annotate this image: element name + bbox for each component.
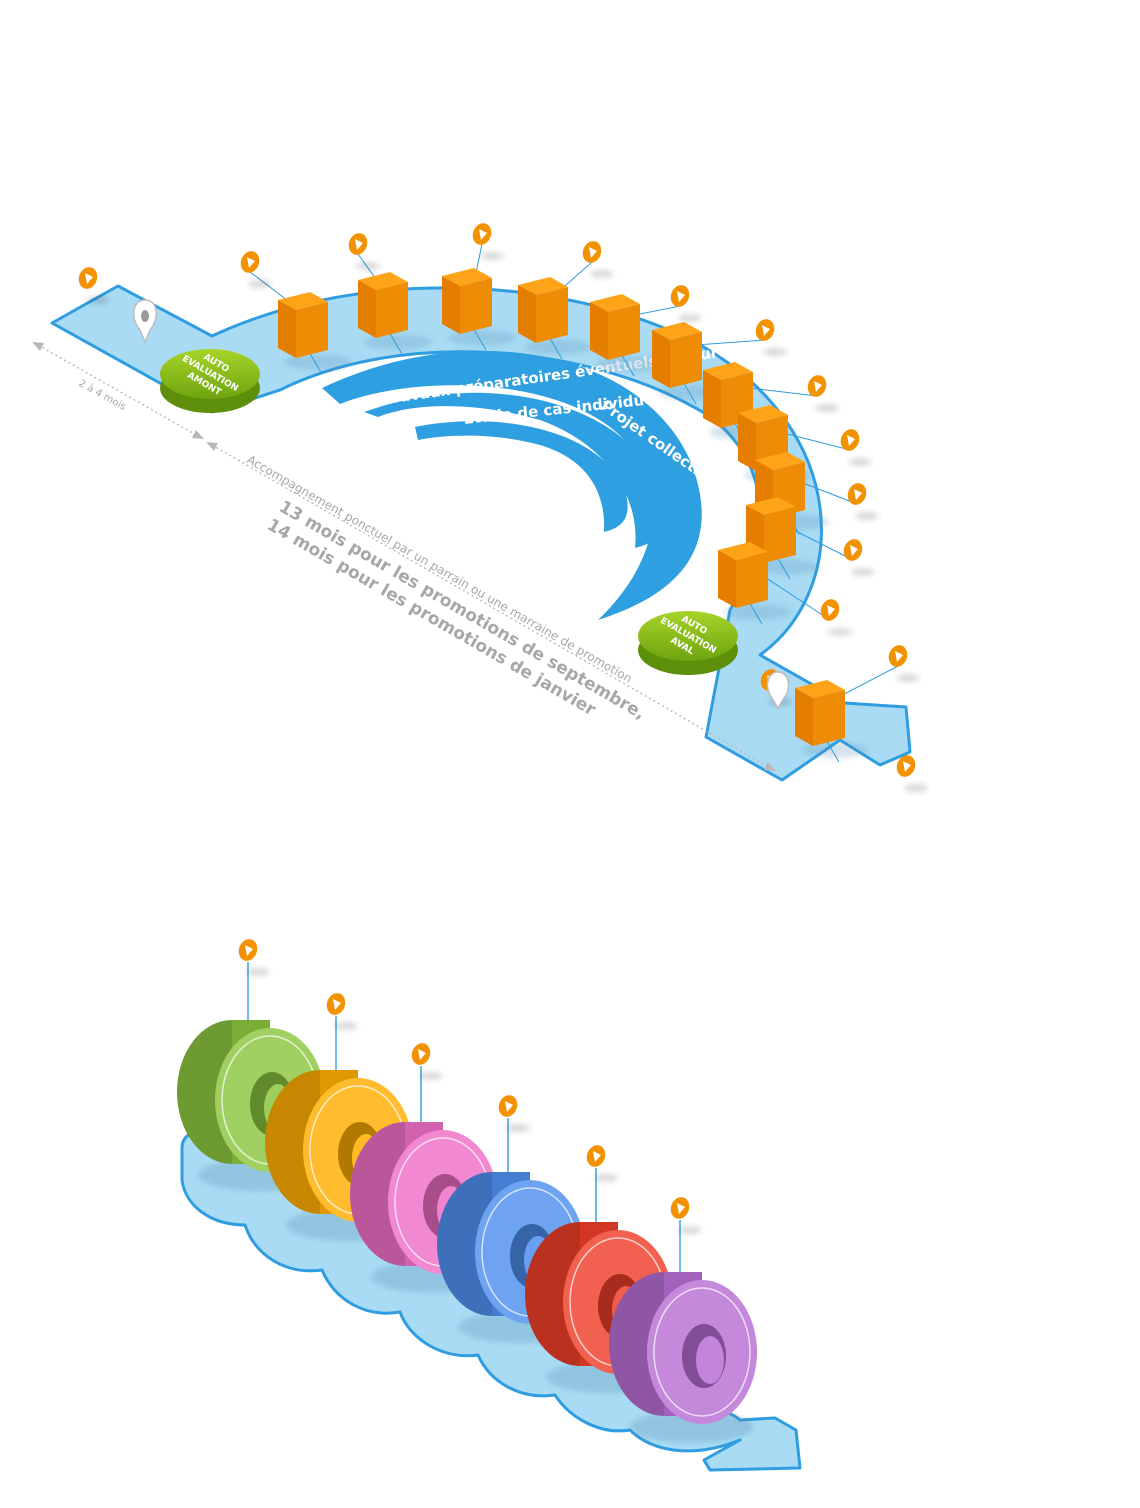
rings-bottom-diagram (177, 937, 802, 1472)
band-projet-collectif (322, 350, 702, 620)
auto-evaluation-aval-pill: AUTO EVALUATION AVAL (638, 611, 738, 675)
duration-long-arrow (206, 442, 776, 771)
play-pin-icon[interactable] (753, 317, 787, 356)
module-cube[interactable] (357, 253, 432, 355)
play-pin-icon[interactable] (668, 283, 702, 322)
play-pin-icon[interactable] (818, 597, 852, 636)
play-pin-icon[interactable] (845, 481, 879, 520)
play-pin-icon[interactable] (668, 1195, 702, 1234)
module-cube[interactable] (746, 497, 854, 580)
duration-september-label: 13 mois pour les promotions de septembre… (276, 497, 649, 724)
play-pin-icon[interactable] (346, 231, 380, 270)
play-pin-icon[interactable] (838, 427, 872, 466)
parcours-top-diagram: Travaux préparatoires éventuels (lecture… (32, 221, 928, 792)
auto-evaluation-amont-pill: AUTO EVALUATION AMONT (160, 349, 260, 413)
torus-ring[interactable] (265, 1016, 413, 1241)
play-pin-icon[interactable] (76, 265, 110, 304)
band-etude (415, 421, 628, 532)
module-cube[interactable] (718, 542, 831, 625)
play-pin-icon[interactable] (805, 373, 839, 412)
duration-short-label: 2 à 4 mois (77, 377, 129, 413)
torus-ring[interactable] (609, 1220, 757, 1443)
play-pin-icon[interactable] (584, 1143, 618, 1182)
play-pin-icon[interactable] (496, 1093, 530, 1132)
module-cube[interactable] (442, 243, 516, 351)
accompagnement-label: Accompagnement ponctuel par un parrain o… (245, 452, 635, 685)
play-pin-icon[interactable] (894, 753, 928, 792)
play-pin-icon[interactable] (470, 221, 504, 260)
module-cube[interactable] (590, 294, 681, 377)
play-pin-icon[interactable] (841, 537, 875, 576)
duration-january-label: 14 mois pour les promotions de janvier (264, 515, 600, 720)
play-pin-icon[interactable] (580, 239, 614, 278)
play-pin-icon[interactable] (238, 249, 272, 288)
play-pin-icon[interactable] (324, 991, 358, 1030)
location-marker-icon (766, 671, 790, 710)
play-pin-icon[interactable] (409, 1041, 443, 1080)
play-pin-icon[interactable] (236, 937, 270, 976)
module-cube[interactable] (518, 261, 593, 360)
duration-short-arrow (32, 342, 204, 439)
play-pin-icon[interactable] (886, 643, 920, 682)
location-marker-icon (133, 299, 157, 344)
module-cube[interactable] (795, 665, 899, 763)
band-travaux (364, 392, 666, 548)
module-cube[interactable] (249, 271, 352, 375)
